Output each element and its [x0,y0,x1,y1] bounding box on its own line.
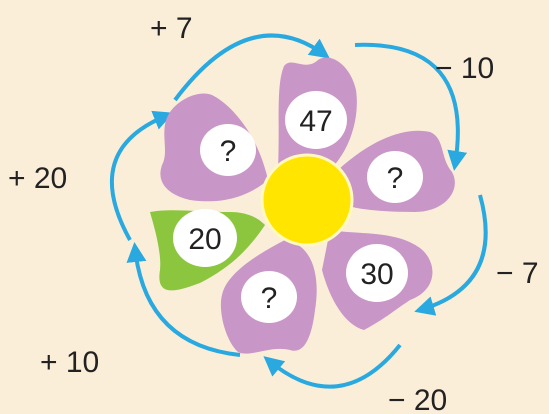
value-bottom: ? [261,282,278,315]
op-plus-7: + 7 [150,12,193,45]
value-upper-left: ? [220,135,237,168]
op-minus-7: − 7 [496,257,539,290]
value-left: 20 [188,223,221,256]
value-top: 47 [299,105,332,138]
op-plus-10: + 10 [40,346,99,379]
op-plus-20: + 20 [8,162,67,195]
value-lower-right: 30 [360,258,393,291]
value-upper-right: ? [387,162,404,195]
flower-center [262,155,352,245]
op-minus-10: − 10 [435,52,494,85]
arrow-minus-20 [268,345,400,387]
arrow-minus-7 [420,195,486,310]
op-minus-20: − 20 [388,384,447,414]
